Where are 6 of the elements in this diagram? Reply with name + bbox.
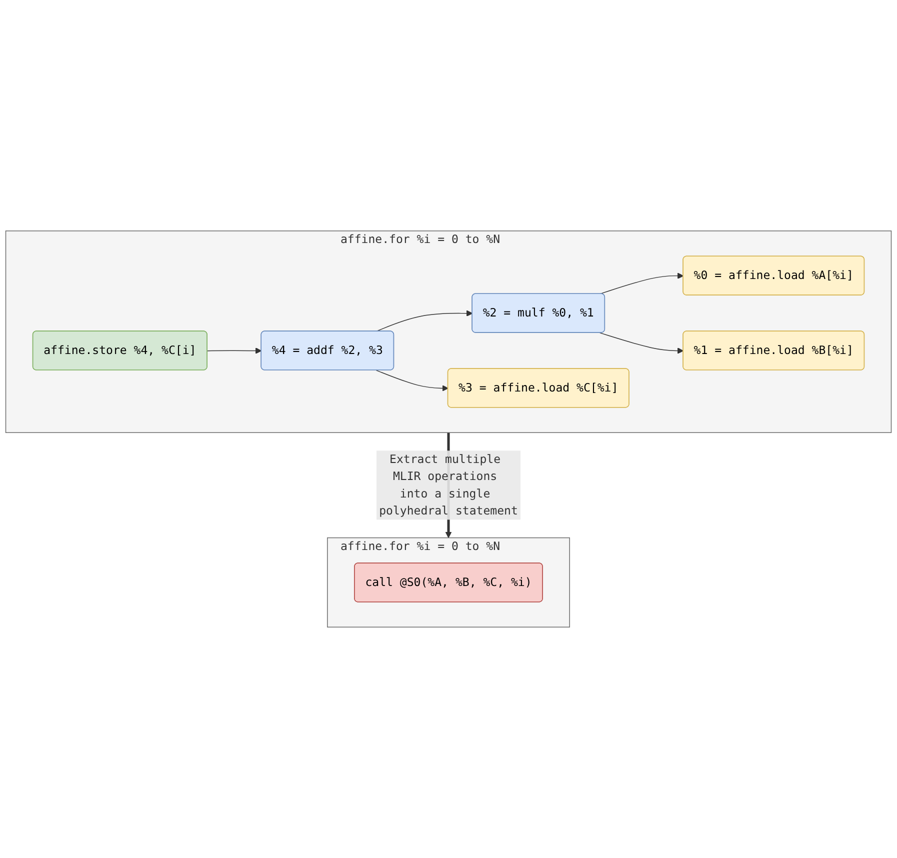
arrow [599,272,684,294]
arrow [207,348,262,354]
edge-label: Extract multiple MLIR operations into a single polyhedral statement [379,452,518,518]
arrow [376,310,473,332]
arrow [376,370,448,392]
arrow [599,332,684,354]
